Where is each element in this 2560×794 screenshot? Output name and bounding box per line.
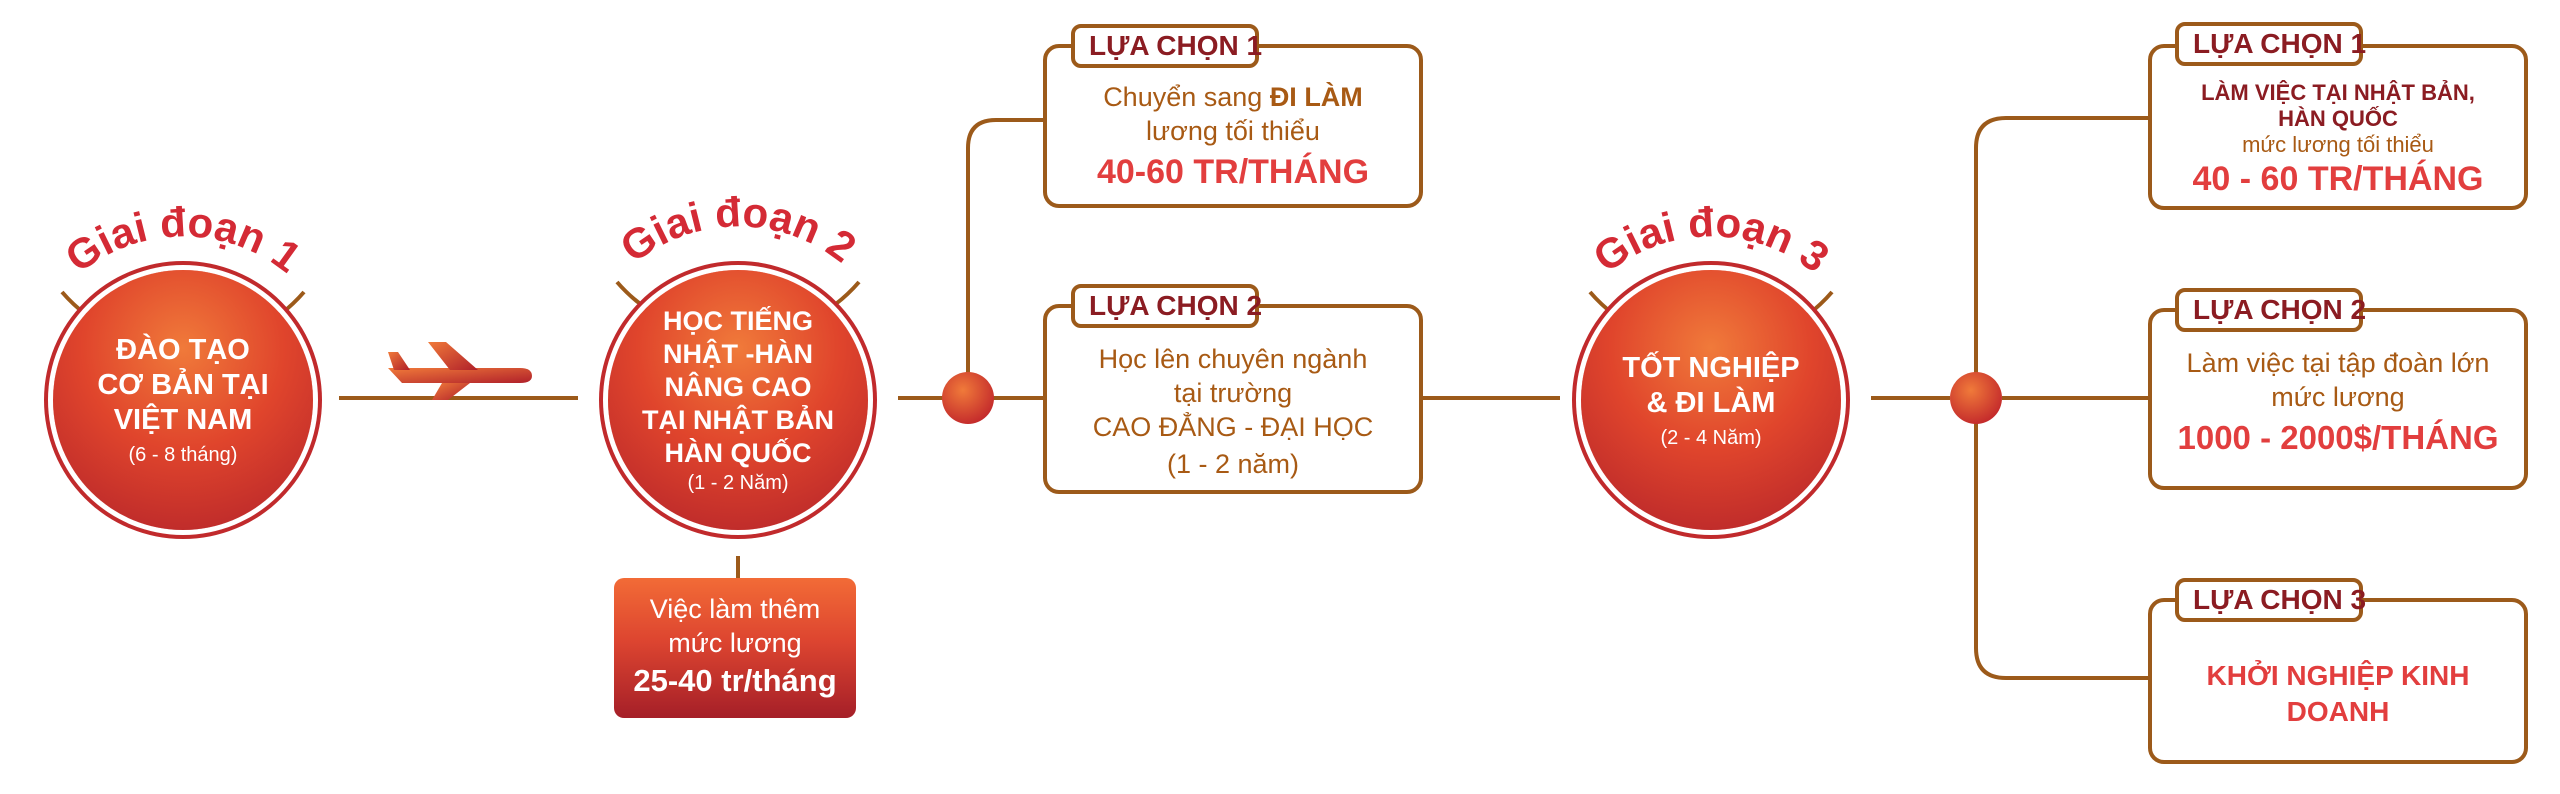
side-job-box: Việc làm thêm mức lương 25-40 tr/tháng: [614, 578, 856, 718]
stage2-option-2-box: Học lên chuyên ngành tại trường CAO ĐẲNG…: [1043, 304, 1423, 494]
stage2-option-2-tag: LỰA CHỌN 2: [1071, 284, 1262, 328]
stage-2-duration: (1 - 2 Năm): [687, 472, 789, 494]
stage-2-circle: HỌC TIẾNG NHẬT -HÀN NÂNG CAO TẠI NHẬT BẢ…: [608, 270, 868, 530]
stage2-option-2-line3: CAO ĐẲNG - ĐẠI HỌC: [1092, 412, 1374, 442]
stage2-option-2-line2: tại trường: [1173, 378, 1293, 408]
stage-2-label: HỌC TIẾNG NHẬT -HÀN NÂNG CAO TẠI NHẬT BẢ…: [642, 306, 834, 468]
stage-1-duration: (6 - 8 tháng): [128, 444, 238, 466]
branch-dot-2: [1950, 372, 2002, 424]
stage3-option-2-line2: mức lương: [2271, 382, 2405, 412]
main-connector: [339, 116, 2148, 680]
stage2-option-1-box: Chuyển sang ĐI LÀM lương tối thiểu 40-60…: [1043, 44, 1423, 208]
stage3-option-3-box: KHỞI NGHIỆP KINH DOANH: [2148, 598, 2528, 764]
stage-3-title: Giai đoạn 3: [1585, 198, 1838, 281]
stage-2-title: Giai đoạn 2: [612, 188, 865, 271]
stage2-option-2-line1: Học lên chuyên ngành: [1098, 344, 1368, 374]
stage-3-circle: TỐT NGHIỆP & ĐI LÀM (2 - 4 Năm): [1581, 270, 1841, 530]
stage2-option-1-salary: 40-60 TR/THÁNG: [1096, 153, 1370, 191]
stage3-option-3-text: KHỞI NGHIỆP KINH DOANH: [2206, 660, 2470, 727]
stage-3-label: TỐT NGHIỆP & ĐI LÀM: [1622, 351, 1800, 419]
stage3-option-2-salary: 1000 - 2000$/THÁNG: [2177, 419, 2499, 456]
stage2-option-2-line4: (1 - 2 năm): [1166, 449, 1300, 479]
stage-3-duration: (2 - 4 Năm): [1660, 426, 1762, 449]
stage3-option-1-line2: HÀN QUỐC: [2278, 106, 2398, 131]
stage3-option-2-tag: LỰA CHỌN 2: [2175, 288, 2366, 332]
stage-1-circle: ĐÀO TẠO CƠ BẢN TẠI VIỆT NAM (6 - 8 tháng…: [53, 270, 313, 530]
stage3-option-1-line3: mức lương tối thiểu: [2242, 132, 2434, 157]
side-job-line2: mức lương: [668, 628, 802, 658]
stage3-option-1-line1: LÀM VIỆC TẠI NHẬT BẢN,: [2201, 80, 2475, 105]
stage-rings: [60, 280, 1834, 350]
side-job-salary: 25-40 tr/tháng: [633, 663, 837, 698]
stage3-option-2-line1: Làm việc tại tập đoàn lớn: [2186, 348, 2490, 378]
stage-1-title: Giai đoạn 1: [57, 198, 310, 281]
side-job-line1: Việc làm thêm: [649, 594, 821, 624]
airplane-icon: [388, 342, 532, 400]
stage2-option-1-tag: LỰA CHỌN 1: [1071, 24, 1262, 68]
stage3-option-1-tag: LỰA CHỌN 1: [2175, 22, 2366, 66]
branch-dot-1: [942, 372, 994, 424]
stage3-option-1-box: LÀM VIỆC TẠI NHẬT BẢN, HÀN QUỐC mức lươn…: [2148, 44, 2528, 210]
stage3-option-1-salary: 40 - 60 TR/THÁNG: [2192, 160, 2484, 198]
stage2-option-1-line2: lương tối thiểu: [1146, 116, 1320, 146]
stage3-option-3-tag: LỰA CHỌN 3: [2175, 578, 2366, 622]
stage-1-label: ĐÀO TẠO CƠ BẢN TẠI VIỆT NAM: [97, 334, 269, 436]
stage3-option-2-box: Làm việc tại tập đoàn lớn mức lương 1000…: [2148, 308, 2528, 490]
stage2-option-1-line1: Chuyển sang ĐI LÀM: [1103, 82, 1363, 112]
